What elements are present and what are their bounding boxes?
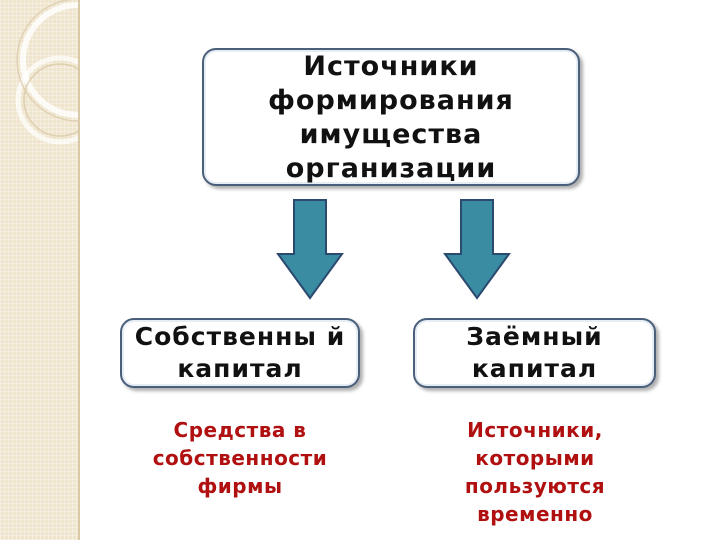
arrow-to-borrowed-capital — [443, 199, 511, 300]
root-node-label: Источники формирования имущества организ… — [268, 51, 514, 184]
borrowed-capital-node: Заёмный капитал — [413, 318, 656, 388]
root-node: Источники формирования имущества организ… — [202, 48, 580, 186]
arrow-to-own-capital — [276, 199, 344, 300]
sidebar-edge — [78, 0, 80, 540]
own-capital-node: Собственны й капитал — [120, 318, 360, 388]
borrowed-capital-label: Заёмный капитал — [466, 322, 603, 383]
own-capital-label: Собственны й капитал — [134, 322, 346, 383]
decorative-circles — [15, 0, 80, 145]
decorative-sidebar — [0, 0, 80, 540]
own-capital-caption: Средства в собственности фирмы — [152, 418, 328, 498]
borrowed-capital-caption: Источники, которыми пользуются временно — [464, 418, 606, 526]
